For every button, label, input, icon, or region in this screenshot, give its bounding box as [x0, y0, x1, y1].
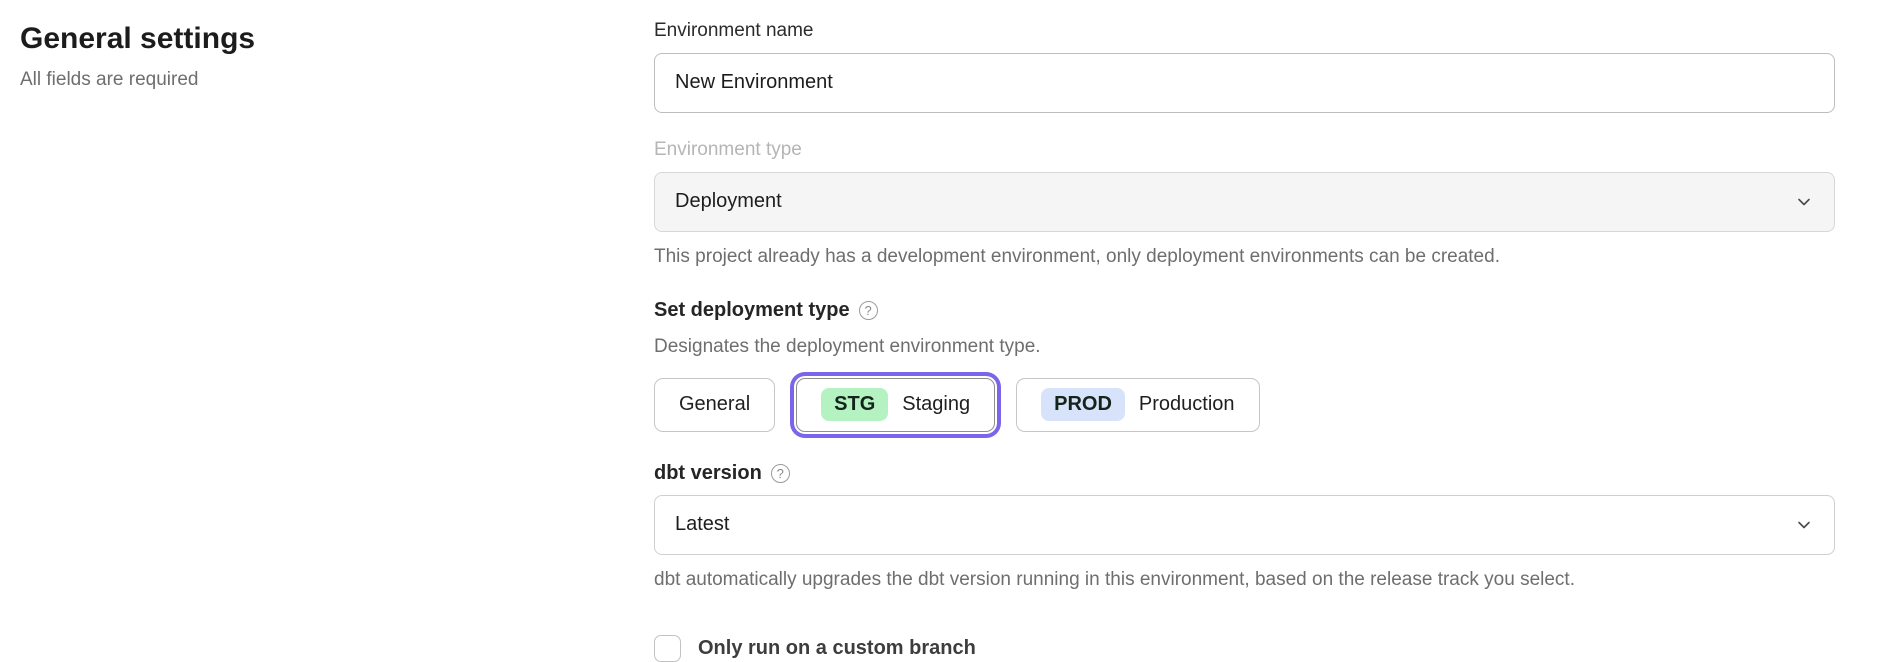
custom-branch-checkbox[interactable]	[654, 634, 681, 662]
custom-branch-row: Only run on a custom branch	[654, 634, 1835, 662]
chevron-down-icon	[1794, 515, 1814, 535]
section-intro: General settings All fields are required	[0, 0, 654, 91]
environment-type-help-text: This project already has a development e…	[654, 245, 1500, 267]
deployment-type-general-button[interactable]: General	[654, 377, 776, 432]
settings-form: Environment name Environment type Deploy…	[654, 0, 1835, 662]
deployment-type-heading-text: Set deployment type	[654, 299, 850, 322]
deployment-type-description: Designates the deployment environment ty…	[654, 336, 1041, 358]
deployment-type-heading: Set deployment type ?	[654, 299, 1835, 322]
environment-name-label: Environment name	[654, 20, 814, 41]
deployment-type-production-label: Production	[1138, 393, 1235, 416]
dbt-version-select[interactable]: Latest	[654, 494, 1835, 555]
environment-type-label: Environment type	[654, 138, 802, 160]
dbt-version-help-text: dbt automatically upgrades the dbt versi…	[654, 568, 1575, 590]
dbt-version-value: Latest	[675, 513, 730, 536]
deployment-type-staging-label: Staging	[902, 393, 971, 416]
environment-type-select: Deployment	[654, 171, 1835, 232]
deployment-type-general-label: General	[679, 393, 751, 416]
deployment-type-options: General STG Staging PROD Production	[654, 377, 1835, 432]
deployment-type-production-button[interactable]: PROD Production	[1016, 377, 1260, 432]
question-circle-icon[interactable]: ?	[770, 463, 790, 483]
environment-name-input[interactable]	[654, 52, 1835, 113]
chevron-down-icon	[1794, 192, 1814, 212]
question-circle-icon[interactable]: ?	[858, 301, 878, 321]
page-subtitle: All fields are required	[20, 69, 199, 90]
dbt-version-heading-text: dbt version	[654, 461, 762, 484]
custom-branch-label: Only run on a custom branch	[698, 636, 976, 659]
staging-badge: STG	[821, 388, 889, 422]
dbt-version-heading: dbt version ?	[654, 462, 1835, 485]
page-title: General settings	[20, 22, 256, 55]
deployment-type-staging-button[interactable]: STG Staging	[796, 377, 996, 432]
environment-type-value: Deployment	[675, 190, 782, 213]
production-badge: PROD	[1041, 388, 1125, 422]
